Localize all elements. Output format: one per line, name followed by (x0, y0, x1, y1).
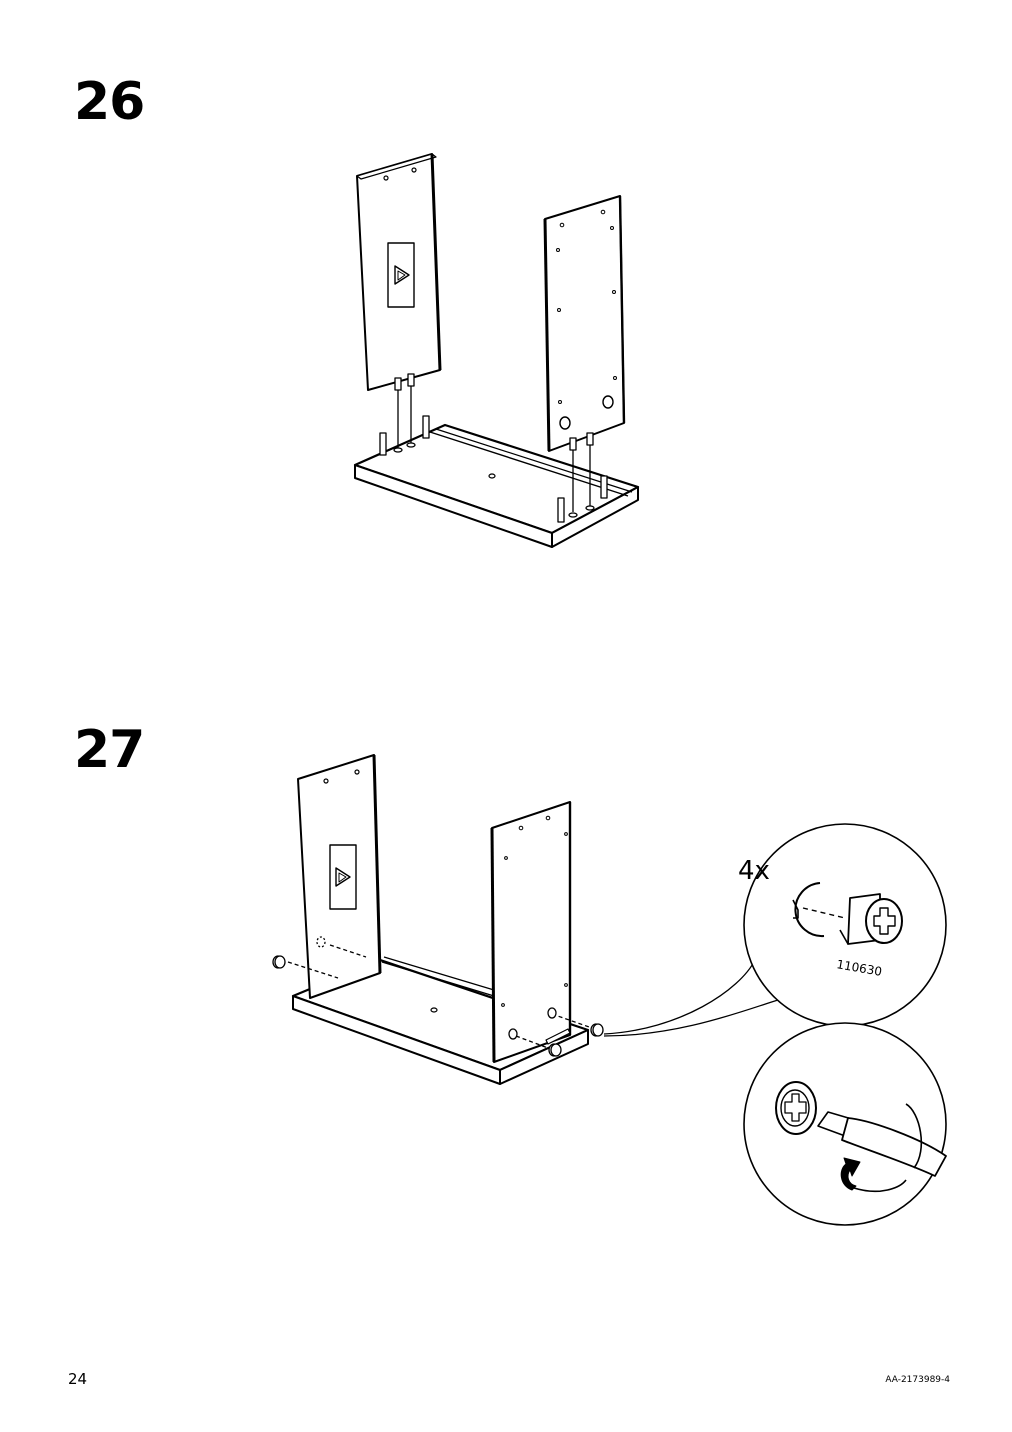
left-side-panel (356, 153, 442, 391)
document-code: AA-2173989-4 (885, 1375, 950, 1385)
right-side-panel (543, 195, 626, 452)
page-number: 24 (68, 1370, 88, 1388)
assembled-left-side-panel (297, 754, 382, 999)
screwdriver-icon (817, 1103, 947, 1177)
cam-lock-icon (272, 955, 286, 969)
cam-locks (272, 936, 604, 1057)
rotate-arrow-icon (840, 1157, 907, 1193)
step-27-illustration: 4x 110630 (272, 754, 947, 1226)
base-panel (353, 423, 640, 548)
step-26-illustration (353, 153, 640, 548)
cam-lock-icon (775, 1081, 817, 1135)
cam-lock-icon (839, 893, 903, 945)
callout-quantity: 4x (738, 856, 770, 886)
callout-detail-tighten (743, 1022, 947, 1226)
callout-detail-cam-lock (743, 823, 947, 1027)
dowels (379, 373, 608, 523)
cam-lock-icon (316, 936, 326, 948)
cam-lock-icon (548, 1043, 562, 1057)
cam-lock-icon (590, 1023, 604, 1037)
step-26-number: 26 (74, 72, 145, 132)
step-27-number: 27 (74, 720, 145, 780)
assembled-right-side-panel (490, 801, 572, 1063)
